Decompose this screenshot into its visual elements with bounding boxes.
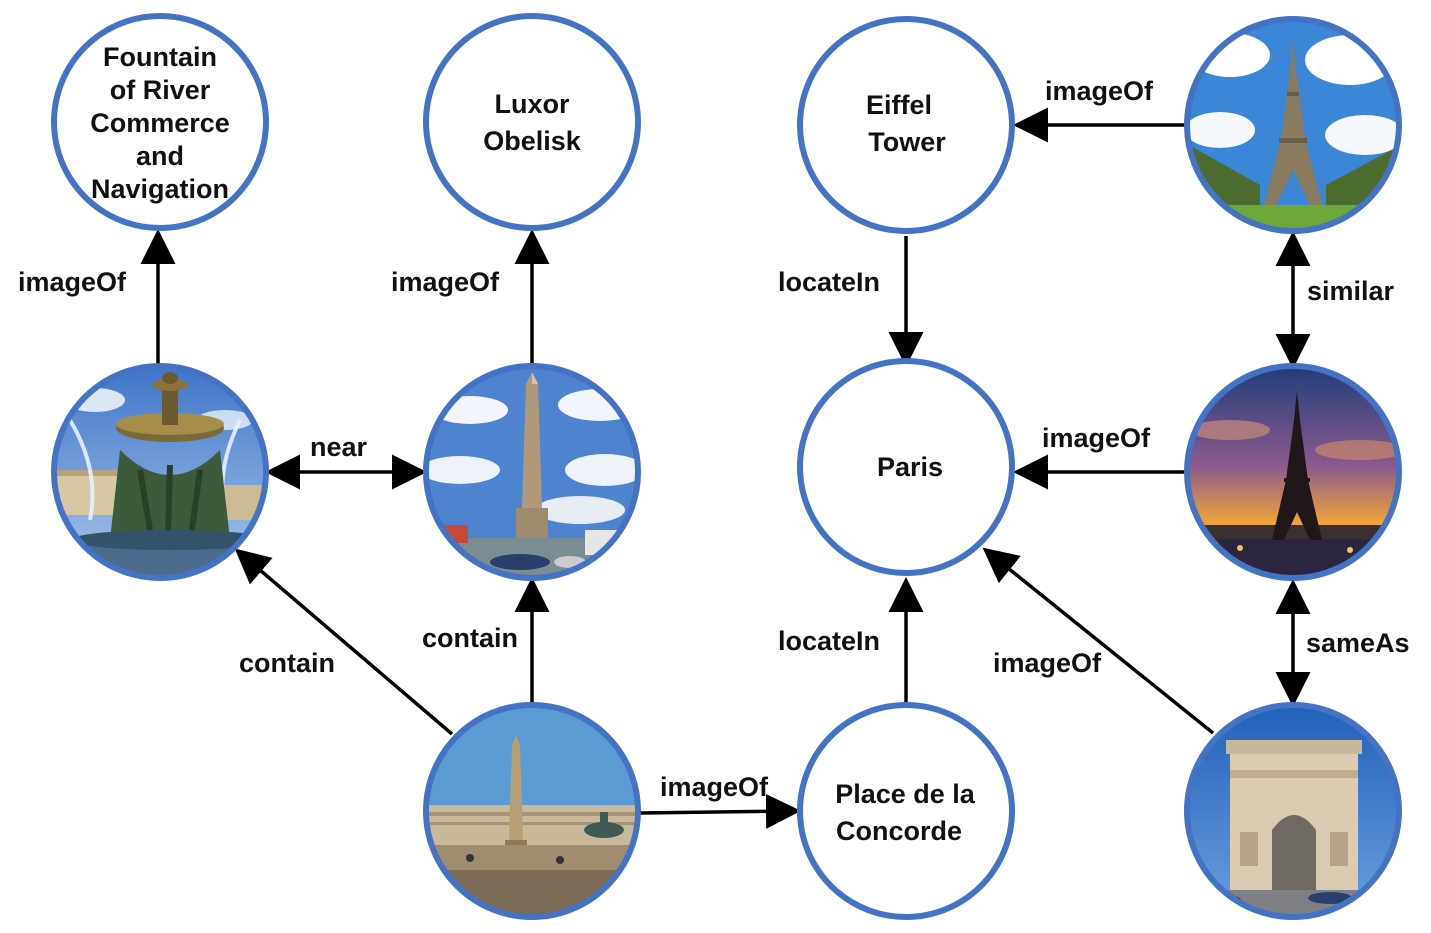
edge-contain-fountain [234,548,454,736]
node-luxor-line-1: Luxor [494,89,569,119]
node-fountain-line-2: of River [110,75,211,105]
concorde-square-photo-icon [423,702,641,920]
fountain-photo-icon [51,363,269,581]
label-near: near [310,432,368,462]
label-sunset-imageof: imageOf [1042,423,1151,453]
eiffel-day-photo-icon [1184,16,1402,234]
node-fountain: Fountain of River Commerce and Navigatio… [51,13,269,231]
node-luxor-line-2: Obelisk [483,126,582,156]
label-sameas: sameAs [1306,628,1410,658]
node-luxor-obelisk: Luxor Obelisk [423,13,641,231]
edge-labels: imageOf imageOf near contain contain ima… [18,76,1410,802]
arc-de-triomphe-photo-icon [1184,702,1402,920]
label-contain-obelisk: contain [422,623,518,653]
label-concorde-imageof: imageOf [660,772,769,802]
node-concorde-line-2: Concorde [836,816,962,846]
label-similar: similar [1307,276,1395,306]
label-fountain-imageof: imageOf [18,267,127,297]
obelisk-photo-icon [423,363,641,581]
node-fountain-line-1: Fountain [103,42,217,72]
node-paris: Paris [797,358,1015,576]
node-fountain-line-5: Navigation [91,174,229,204]
edges [140,107,1311,829]
node-place-de-la-concorde: Place de la Concorde [797,702,1015,920]
node-concorde-line-1: Place de la [835,779,976,809]
edge-concorde-imageof [639,793,801,829]
node-eiffel-line-2: Tower [868,127,946,157]
eiffel-sunset-photo-icon [1184,363,1402,581]
label-eiffel-locatein: locateIn [778,267,880,297]
label-eiffel-day-imageof: imageOf [1045,76,1154,106]
label-concorde-locatein: locateIn [778,626,880,656]
label-contain-fountain: contain [239,648,335,678]
node-fountain-line-3: Commerce [90,108,230,138]
node-fountain-line-4: and [136,141,184,171]
node-paris-line-1: Paris [877,452,943,482]
node-eiffel-line-1: Eiffel [866,90,932,120]
node-eiffel-tower: Eiffel Tower [797,16,1015,234]
label-arc-imageof: imageOf [993,648,1102,678]
label-obelisk-imageof: imageOf [391,267,500,297]
edge-arc-imageof [982,547,1215,735]
